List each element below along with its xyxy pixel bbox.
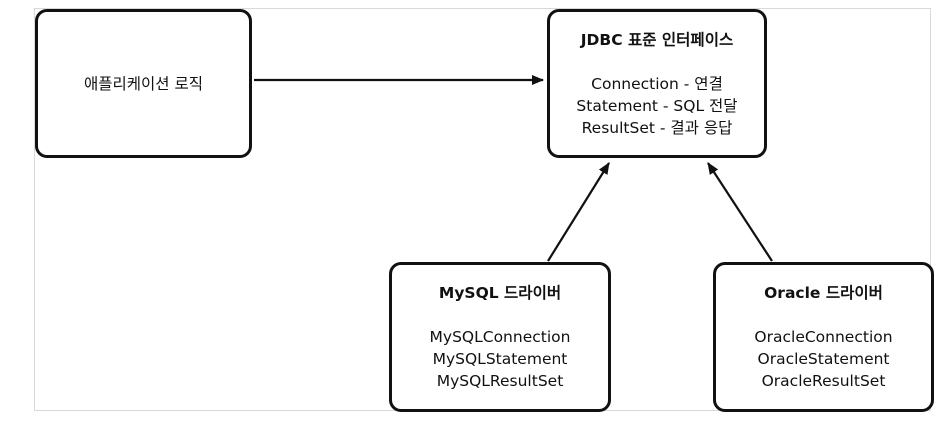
application-logic-box: 애플리케이션 로직 xyxy=(35,9,252,158)
oracle-statement-line: OracleStatement xyxy=(757,350,890,368)
mysql-connection-line: MySQLConnection xyxy=(429,328,571,346)
jdbc-statement-line: Statement - SQL 전달 xyxy=(576,96,738,115)
oracle-driver-title: Oracle 드라이버 xyxy=(764,284,883,302)
oracle-driver-box: Oracle 드라이버 OracleConnection OracleState… xyxy=(713,262,934,412)
oracle-resultset-line: OracleResultSet xyxy=(761,372,886,390)
jdbc-resultset-line: ResultSet - 결과 응답 xyxy=(581,118,733,137)
mysql-statement-line: MySQLStatement xyxy=(432,350,568,368)
jdbc-connection-line: Connection - 연결 xyxy=(591,74,723,93)
jdbc-interface-title: JDBC 표준 인터페이스 xyxy=(580,30,734,49)
oracle-connection-line: OracleConnection xyxy=(754,328,893,346)
arrow-oracle-to-jdbc xyxy=(707,162,773,262)
mysql-resultset-line: MySQLResultSet xyxy=(436,372,564,390)
application-logic-label: 애플리케이션 로직 xyxy=(83,74,203,93)
mysql-driver-box: MySQL 드라이버 MySQLConnection MySQLStatemen… xyxy=(389,262,611,412)
mysql-driver-title: MySQL 드라이버 xyxy=(438,284,562,302)
arrow-mysql-to-jdbc xyxy=(547,162,610,262)
jdbc-interface-box: JDBC 표준 인터페이스 Connection - 연결 Statement … xyxy=(547,9,767,158)
